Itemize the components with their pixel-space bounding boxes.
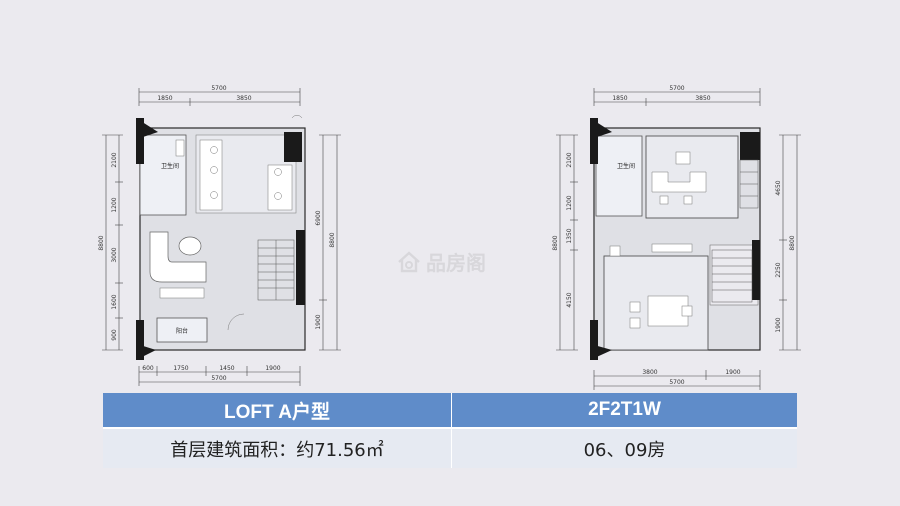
plan-b-right-dimensions xyxy=(779,134,801,351)
plan-a-walls xyxy=(136,118,305,360)
plan-a-lounge xyxy=(149,231,207,299)
plan-a-left-dim-4: 1600 xyxy=(111,294,118,309)
plan-a-right-total: 8800 xyxy=(329,232,336,247)
floor-plans: 5700 1850 3850 2100 1200 3000 1600 900 8… xyxy=(98,85,801,390)
plan-b-right-dim-1: 4650 xyxy=(775,180,782,195)
plan-b-bottom-total: 5700 xyxy=(669,379,684,386)
plan-b-top-total: 5700 xyxy=(669,85,684,92)
table-header-row: LOFT A户型 2F2T1W xyxy=(103,393,797,428)
plan-a-left-dim-1: 2100 xyxy=(111,152,118,167)
plan-b-stairs xyxy=(711,159,759,303)
plan-a-left-dim-2: 1200 xyxy=(111,197,118,212)
plan-a-bottom-seg-1: 600 xyxy=(142,365,154,372)
plan-b-bottom-seg-2: 1900 xyxy=(725,369,740,376)
plan-a-left-total: 8800 xyxy=(98,235,105,250)
unit-type-header: LOFT A户型 xyxy=(103,393,452,428)
plan-a-right-dimensions xyxy=(319,134,341,351)
plan-b-top-seg-1: 1850 xyxy=(612,95,627,102)
room-numbers-cell: 06、09房 xyxy=(451,427,797,468)
watermark-text: 品房阁 xyxy=(426,251,486,275)
plan-a-left-dimensions xyxy=(102,134,123,351)
plan-b-right-total: 8800 xyxy=(789,235,796,250)
plan-b-right-dim-3: 1900 xyxy=(775,317,782,332)
plan-b-left-total: 8800 xyxy=(552,235,559,250)
plan-a-workstations xyxy=(175,139,293,211)
plan-a-right-dim-1: 6900 xyxy=(315,210,322,225)
plan-a-bottom-dimensions xyxy=(138,366,301,386)
plan-a-right-dim-2: 1900 xyxy=(315,314,322,329)
plan-a-top-total: 5700 xyxy=(211,85,226,92)
plan-b-left-dim-4: 4150 xyxy=(566,292,573,307)
plan-a-top-dimensions xyxy=(138,88,301,106)
plan-a-doors xyxy=(227,115,303,331)
plan-b-left-dimensions xyxy=(556,134,578,351)
plan-a-top-seg-2: 3850 xyxy=(236,95,251,102)
floor-plan-b: 5700 1850 3850 2100 1200 1350 4150 8800 … xyxy=(552,85,801,390)
plan-a-top-seg-1: 1850 xyxy=(157,95,172,102)
plan-b-left-dim-3: 1350 xyxy=(566,228,573,243)
plan-b-left-dim-1: 2100 xyxy=(566,152,573,167)
plan-b-bathroom-label: 卫生间 xyxy=(617,162,635,170)
watermark: 品房阁 xyxy=(396,247,486,276)
plan-a-left-dim-5: 900 xyxy=(111,329,118,341)
plan-a-balcony-label: 阳台 xyxy=(176,327,188,335)
plan-b-bottom-dimensions xyxy=(593,370,761,390)
plan-a-bottom-seg-3: 1450 xyxy=(219,365,234,372)
plan-b-top-seg-2: 3850 xyxy=(695,95,710,102)
plan-a-bottom-seg-4: 1900 xyxy=(265,365,280,372)
plan-a-bottom-total: 5700 xyxy=(211,375,226,382)
plan-b-left-dim-2: 1200 xyxy=(566,195,573,210)
layout-code-header: 2F2T1W xyxy=(451,393,797,428)
plan-a-bottom-seg-2: 1750 xyxy=(173,365,188,372)
plan-b-right-dim-2: 2250 xyxy=(775,262,782,277)
plan-b-bottom-seg-1: 3800 xyxy=(642,369,657,376)
plan-a-left-dim-3: 3000 xyxy=(111,247,118,262)
plan-a-stairs xyxy=(257,239,295,301)
house-logo-icon xyxy=(398,250,420,272)
unit-info-table: LOFT A户型 2F2T1W 首层建筑面积：约71.56㎡ 06、09房 xyxy=(103,393,797,468)
plan-a-bathroom-label: 卫生间 xyxy=(161,162,179,170)
table-data-row: 首层建筑面积：约71.56㎡ 06、09房 xyxy=(103,427,797,468)
floor-area-cell: 首层建筑面积：约71.56㎡ xyxy=(103,427,452,468)
plan-b-furniture xyxy=(609,151,707,329)
plan-b-walls xyxy=(590,118,760,360)
floor-plan-a: 5700 1850 3850 2100 1200 3000 1600 900 8… xyxy=(98,85,341,386)
plan-b-top-dimensions xyxy=(593,88,761,106)
